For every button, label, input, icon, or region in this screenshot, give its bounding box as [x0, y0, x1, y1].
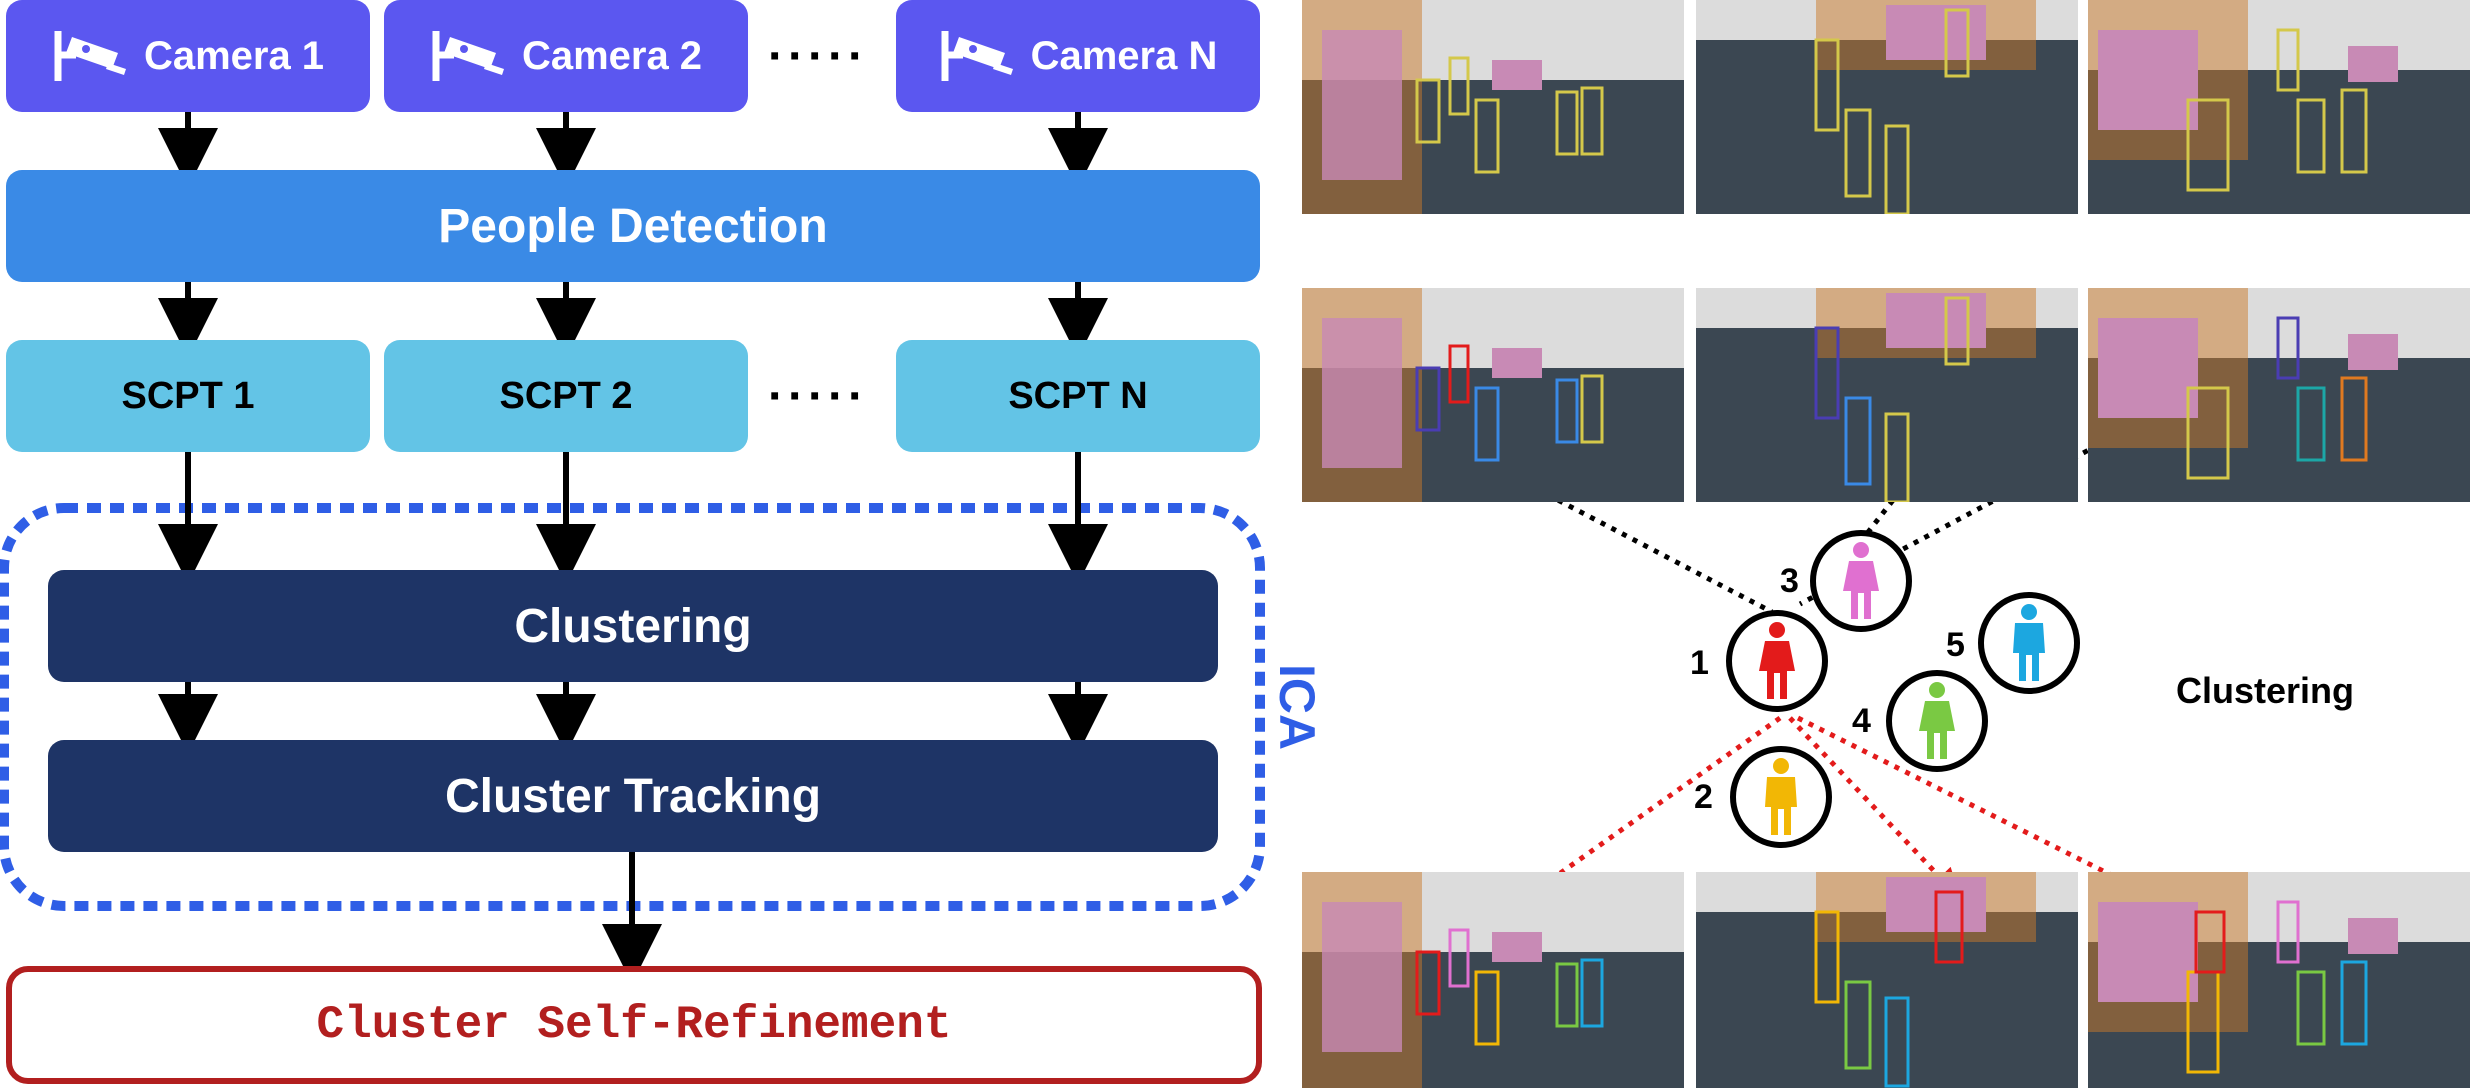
cluster-node-4: [1886, 670, 1988, 772]
person-male-icon: [2013, 604, 2045, 681]
scpt-n-box: SCPT N: [896, 340, 1260, 452]
camera-2-box: Camera 2: [384, 0, 748, 112]
link-red-2: [1788, 716, 1961, 899]
clustering-box: Clustering: [48, 570, 1218, 682]
link-black-2: [1838, 470, 1917, 570]
cluster-node-1: [1726, 610, 1828, 712]
camera-frame-image: [1696, 0, 2078, 214]
link-red-1: [1427, 715, 1782, 967]
camera-frame-image: [1696, 288, 2078, 502]
cluster-node-2-label: 2: [1694, 778, 1713, 816]
camera-2-label: Camera 2: [521, 33, 703, 78]
cluster-node-5: [1978, 592, 2080, 694]
camera-n-box: Camera N: [896, 0, 1260, 112]
people-detection-box: People Detection: [6, 170, 1260, 282]
camera-ellipsis: ·····: [768, 29, 868, 83]
cluster-node-2: [1730, 746, 1832, 848]
scpt-2-box: SCPT 2: [384, 340, 748, 452]
camera-1-box: Camera 1: [6, 0, 370, 112]
person-male-icon: [1765, 758, 1797, 835]
scpt-ellipsis: ·····: [768, 369, 868, 423]
person-female-icon: [1843, 542, 1879, 619]
person-female-icon: [1919, 682, 1955, 759]
link-red-3: [1796, 715, 2219, 929]
clustering-caption: Clustering: [2176, 670, 2355, 711]
camera-frame-image: [2088, 288, 2470, 502]
cluster-node-3: [1810, 530, 1912, 632]
camera-frame-image: [2088, 872, 2470, 1088]
camera-1-label: Camera 1: [143, 33, 325, 78]
camera-n-label: Camera N: [1030, 33, 1218, 78]
cluster-tracking-box: Cluster Tracking: [48, 740, 1218, 852]
cluster-node-4-label: 4: [1852, 702, 1871, 740]
cluster-node-5-label: 5: [1946, 626, 1965, 664]
person-female-icon: [1759, 622, 1795, 699]
ica-label: ICA: [1269, 664, 1325, 751]
security-camera-icon: [941, 31, 1013, 81]
cluster-node-3-label: 3: [1780, 562, 1799, 600]
camera-frame-image: [2088, 0, 2470, 214]
camera-frame-image: [1302, 0, 1684, 214]
camera-frame-image: [1302, 288, 1684, 502]
security-camera-icon: [432, 31, 504, 81]
camera-frame-image: [1696, 872, 2078, 1088]
cluster-self-refinement-box: Cluster Self-Refinement: [6, 966, 1262, 1084]
scpt-1-box: SCPT 1: [6, 340, 370, 452]
security-camera-icon: [54, 31, 126, 81]
camera-frame-image: [1302, 872, 1684, 1088]
cluster-node-1-label: 1: [1690, 644, 1709, 682]
